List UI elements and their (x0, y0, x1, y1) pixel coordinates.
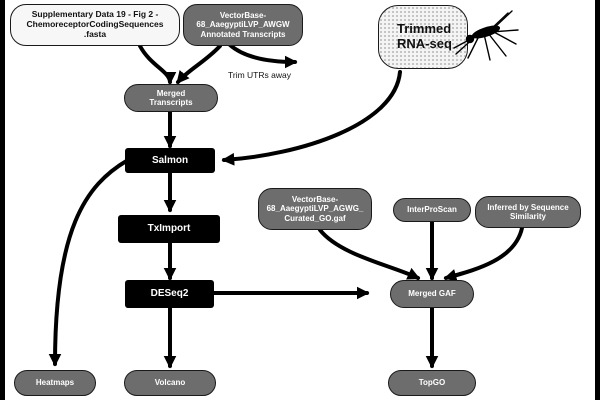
interproscan-label: InterProScan (407, 205, 457, 215)
topgo-node[interactable]: TopGO (388, 370, 476, 396)
arrow-salmon-to-heatmaps (48, 158, 130, 367)
supp-data-line-1: Supplementary Data 19 - Fig 2 - (31, 9, 159, 20)
inferred-similarity-line-2: Similarity (509, 212, 546, 221)
inferred-similarity-line-1: Inferred by Sequence (487, 202, 569, 212)
vectorbase-go-line-1: VectorBase- (291, 195, 339, 205)
vectorbase-transcripts-line-2: 68_AaegyptiLVP_AWGW (196, 20, 290, 30)
merged-gaf-label: Merged GAF (408, 289, 456, 299)
vectorbase-go-node[interactable]: VectorBase- 68_AaegyptiLVP_AGWG_ Curated… (258, 188, 372, 230)
trimmed-rnaseq-line-1: Trimmed (397, 21, 452, 37)
vectorbase-go-line-3: Curated_GO.gaf (284, 213, 346, 223)
deseq2-label: DESeq2 (150, 288, 189, 300)
vectorbase-transcripts-line-1: VectorBase- (219, 11, 267, 21)
trimmed-rnaseq-node[interactable]: Trimmed RNA-seq (378, 5, 468, 69)
arrow-vectorbase-trim (228, 43, 298, 69)
arrow-supp-to-merged (138, 44, 177, 85)
deseq2-node[interactable]: DESeq2 (125, 280, 214, 308)
vectorbase-transcripts-line-3: Annotated Transcripts (200, 29, 286, 39)
merged-transcripts-line-2: Transcripts (149, 98, 193, 107)
merged-gaf-node[interactable]: Merged GAF (390, 280, 474, 308)
supp-data-line-2: ChemoreceptorCodingSequences (26, 19, 164, 30)
salmon-label: Salmon (151, 154, 189, 166)
heatmaps-node[interactable]: Heatmaps (14, 370, 96, 396)
merged-transcripts-node[interactable]: Merged Transcripts (124, 84, 218, 112)
trimmed-rnaseq-line-2: RNA-seq (397, 36, 452, 51)
arrow-inferred-to-mergedgaf (443, 226, 524, 282)
volcano-node[interactable]: Volcano (124, 370, 216, 396)
arrow-vectorbase-to-merged (176, 44, 222, 84)
salmon-node[interactable]: Salmon (125, 148, 215, 173)
trim-utrs-label: Trim UTRs away (228, 70, 291, 80)
interproscan-node[interactable]: InterProScan (393, 198, 471, 222)
supp-data-node[interactable]: Supplementary Data 19 - Fig 2 - Chemorec… (10, 4, 180, 46)
arrow-vbgo-to-mergedgaf (318, 228, 421, 280)
mosquito-icon (453, 10, 519, 61)
vectorbase-go-line-2: 68_AaegyptiLVP_AGWG_ (266, 204, 364, 214)
topgo-label: TopGO (418, 378, 446, 388)
supp-data-line-3: .fasta (83, 28, 107, 39)
inferred-similarity-node[interactable]: Inferred by Sequence Similarity (475, 196, 581, 228)
vectorbase-transcripts-node[interactable]: VectorBase- 68_AaegyptiLVP_AWGW Annotate… (183, 4, 303, 46)
heatmaps-label: Heatmaps (35, 378, 75, 388)
tximport-label: TxImport (147, 223, 191, 235)
arrow-rnaseq-to-salmon (221, 70, 402, 166)
tximport-node[interactable]: TxImport (118, 215, 220, 243)
volcano-label: Volcano (154, 378, 186, 388)
merged-transcripts-line-1: Merged (156, 88, 186, 98)
